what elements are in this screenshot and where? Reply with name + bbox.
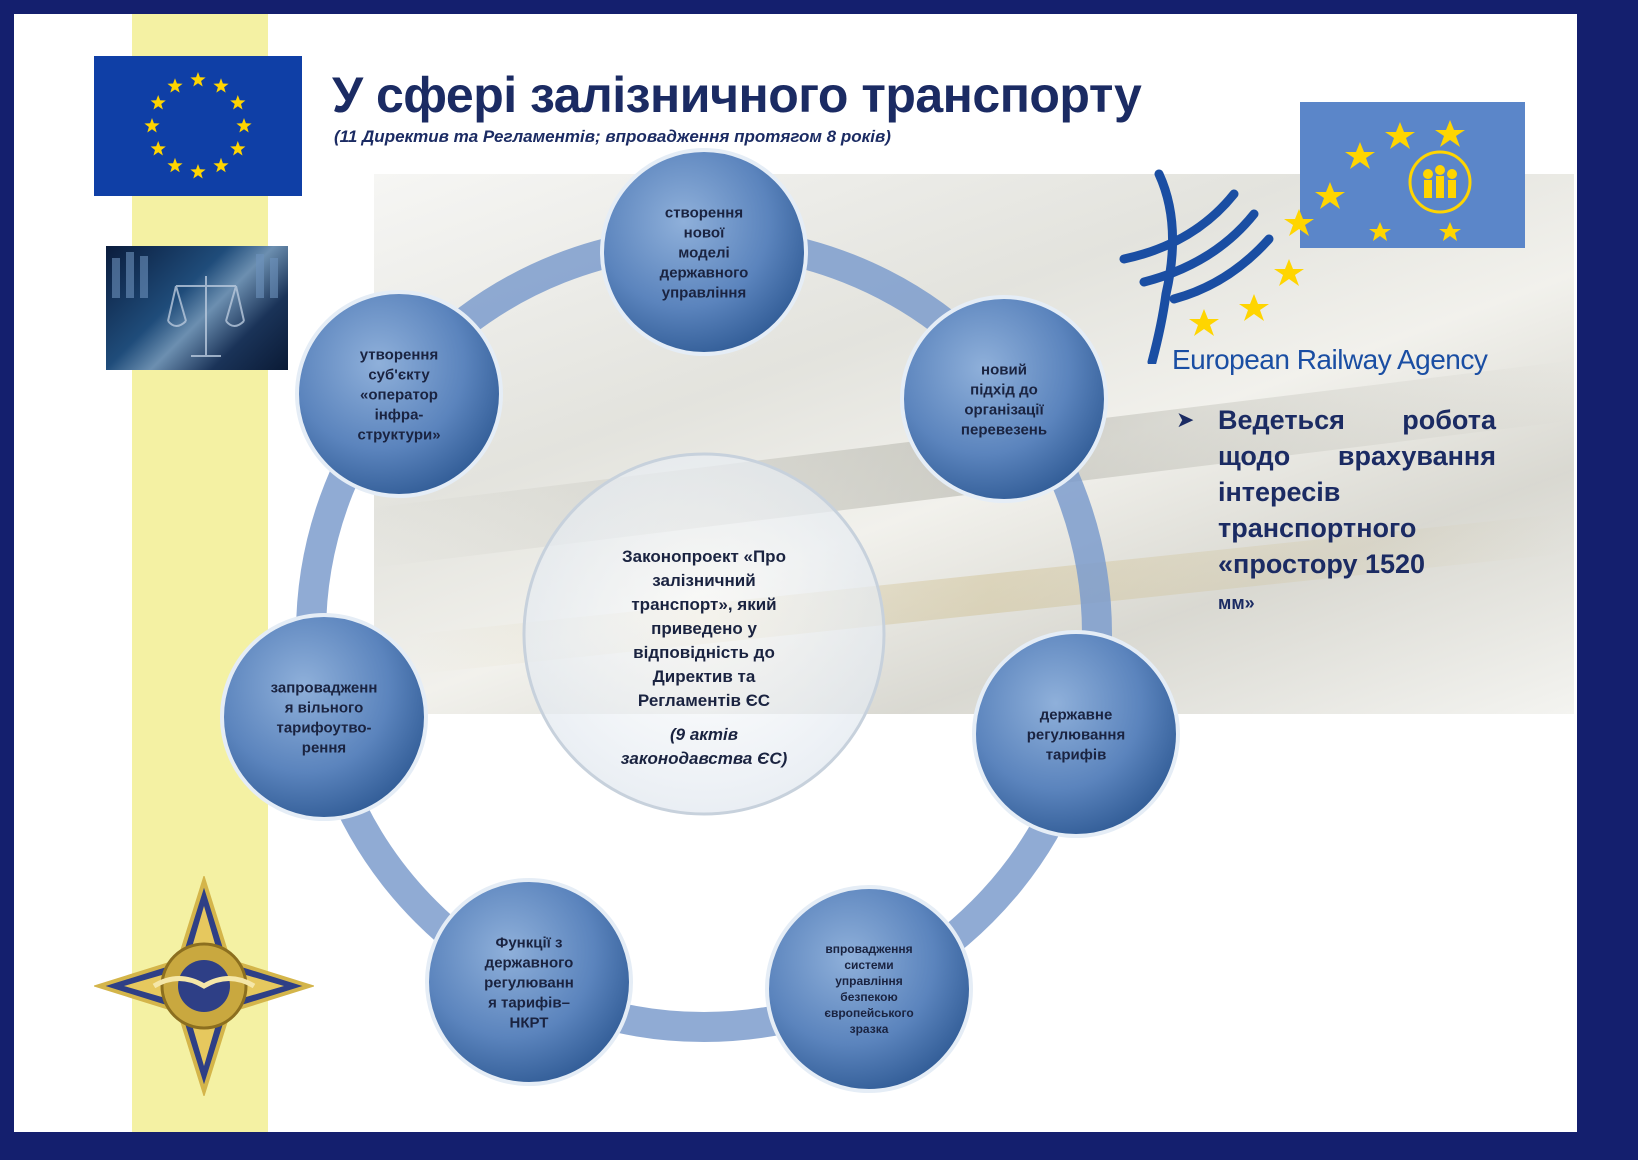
eu-star-icon — [213, 157, 229, 173]
cycle-node-label: державного — [485, 954, 574, 971]
era-stars-icon — [1315, 120, 1472, 241]
cycle-node-label: тарифоутво- — [276, 719, 371, 736]
side-note-line: мм» — [1218, 593, 1255, 613]
cycle-node-upper-right — [900, 295, 1108, 503]
slide-subtitle: (11 Директив та Регламентів; впровадженн… — [334, 127, 891, 146]
cycle-node-label: нової — [684, 224, 725, 241]
cycle-node-label: рення — [302, 739, 346, 756]
slide-title: У сфері залізничного транспорту — [332, 67, 1142, 123]
cycle-node-label: перевезень — [961, 421, 1047, 438]
cycle-node-label: підхід до — [970, 381, 1038, 398]
cycle-node-lower-right — [972, 630, 1180, 838]
cycle-node-label: державного — [660, 264, 749, 281]
watermark: kari.org.ua — [1295, 1030, 1561, 1132]
cycle-node-label: зразка — [850, 1022, 889, 1036]
cycle-node-label: суб'єкту — [368, 366, 430, 383]
cycle-node-label: НКРТ — [510, 1014, 549, 1031]
cycle-node-label: я вільного — [285, 699, 364, 716]
eu-star-icon — [150, 141, 166, 156]
center-label: приведено у — [651, 619, 757, 638]
cycle-node-label: «оператор — [360, 386, 438, 403]
eu-star-icon — [190, 72, 206, 87]
cycle-node-label: управління — [662, 284, 747, 301]
cycle-node-top — [600, 148, 808, 356]
eu-star-icon — [230, 95, 246, 110]
side-note-line: Ведеться робота — [1218, 405, 1496, 435]
cycle-node-label: управління — [835, 974, 903, 988]
frame-left — [0, 0, 14, 1160]
cycle-node-label: структури» — [357, 426, 440, 443]
arrow-bullet-icon: ➤ — [1176, 407, 1195, 432]
center-note: (9 актів — [670, 725, 738, 744]
cycle-node-label: я тарифів– — [488, 994, 570, 1011]
eu-star-icon — [190, 164, 206, 179]
cycle-node-label: моделі — [678, 244, 729, 261]
justice-scales-image — [106, 246, 288, 370]
cycle-node-label: новий — [981, 361, 1027, 378]
center-label: транспорт», який — [631, 595, 776, 614]
cycle-node-upper-left — [295, 290, 503, 498]
cycle-node-label: утворення — [360, 346, 438, 363]
eu-star-icon — [236, 118, 252, 133]
eu-star-icon — [230, 141, 246, 156]
center-label: залізничний — [652, 571, 755, 590]
cycle-node-label: європейського — [824, 1006, 913, 1020]
side-note-line: «простору 1520 — [1218, 549, 1426, 579]
eu-star-icon — [167, 157, 183, 173]
eu-flag-stars — [144, 72, 252, 179]
frame-bottom — [0, 1132, 1638, 1160]
cycle-node-label: запровадженн — [271, 679, 378, 696]
side-note-line: транспортного — [1218, 513, 1417, 543]
cycle-node-label: державне — [1040, 706, 1113, 723]
frame-right — [1577, 0, 1638, 1160]
side-note-line: інтересів — [1218, 477, 1341, 507]
side-note: ➤ Ведеться робота щодо врахування інтере… — [1176, 402, 1496, 621]
side-note-line: щодо врахування — [1218, 441, 1496, 471]
cycle-node-label: створення — [665, 204, 743, 221]
cycle-node-label: регулювання — [1027, 726, 1125, 743]
agency-name: European Railway Agency — [1172, 344, 1488, 375]
european-railway-agency-logo — [1300, 102, 1525, 248]
cycle-node-label: організації — [964, 401, 1044, 418]
center-note: законодавства ЄС) — [621, 749, 788, 768]
cycle-node-lower-left — [220, 613, 428, 821]
cycle-node-bottom-left — [425, 878, 633, 1086]
center-circle — [522, 452, 886, 816]
ministry-emblem-icon — [94, 876, 314, 1096]
scales-icon — [112, 252, 278, 357]
center-label: Директив та — [653, 667, 756, 686]
eu-star-icon — [167, 78, 183, 93]
cycle-node-label: регулюванн — [484, 974, 574, 991]
eu-star-icon — [144, 118, 160, 133]
eu-star-icon — [213, 78, 229, 93]
slide: У сфері залізничного транспорту (11 Дире… — [14, 14, 1577, 1132]
cycle-node-label: Функції з — [496, 934, 563, 951]
center-label: відповідність до — [633, 643, 775, 662]
frame-top — [0, 0, 1638, 14]
cycle-node-label: інфра- — [375, 406, 424, 423]
era-emblem-icon — [1119, 169, 1314, 364]
eu-flag-icon — [94, 56, 302, 196]
cycle-node-label: впровадження — [825, 942, 912, 956]
cycle-node-label: тарифів — [1046, 746, 1107, 763]
cycle-node-label: безпекою — [840, 990, 897, 1004]
cycle-node-label: системи — [844, 958, 893, 972]
cycle-node-bottom-right — [765, 885, 973, 1093]
cycle-diagram: створення нової моделі державного управління… — [220, 148, 1180, 1093]
eu-star-icon — [150, 95, 166, 110]
center-label: Регламентів ЄС — [638, 691, 770, 710]
center-label: Законопроект «Про — [622, 547, 786, 566]
